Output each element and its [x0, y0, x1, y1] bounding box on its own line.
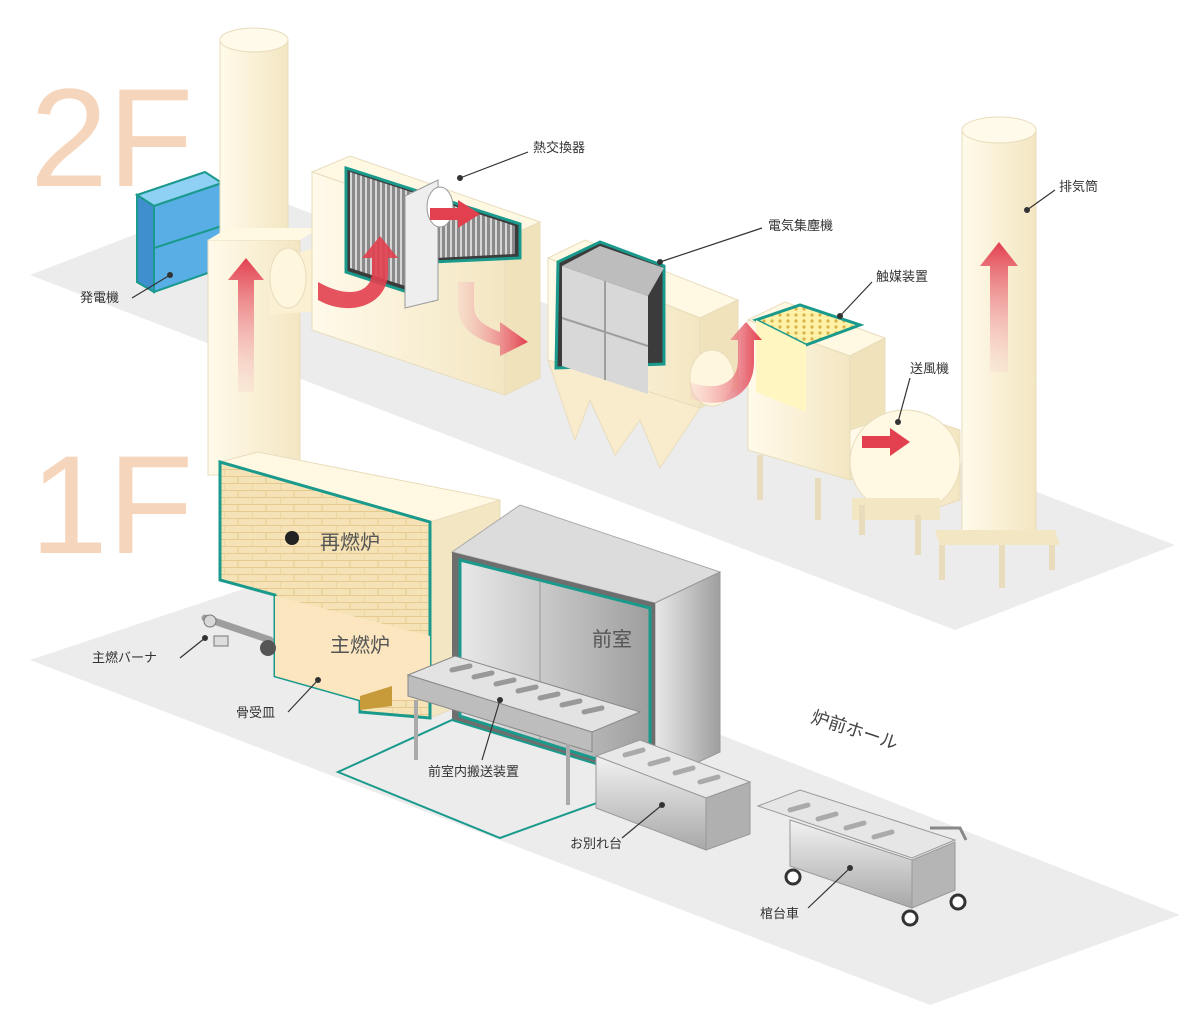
label-electrostatic-precipitator: 電気集塵機	[768, 218, 833, 234]
label-coffin-cart: 棺台車	[760, 907, 799, 922]
label-exhaust-stack: 排気筒	[1059, 179, 1098, 195]
label-catalyst: 触媒装置	[876, 270, 928, 285]
reburn-furnace-text: 再燃炉	[320, 530, 380, 554]
main-furnace-text: 主燃炉	[330, 633, 390, 657]
floor-1f-label: 1F	[30, 426, 193, 583]
label-farewell-table: お別れ台	[570, 837, 622, 852]
label-bone-tray: 骨受皿	[236, 706, 275, 721]
hall-text: 炉前ホール	[808, 707, 900, 755]
label-anteroom-conveyor: 前室内搬送装置	[428, 764, 519, 780]
label-blower: 送風機	[910, 362, 949, 377]
label-heat-exchanger: 熱交換器	[533, 140, 585, 156]
label-generator: 発電機	[80, 291, 119, 306]
anteroom-text: 前室	[592, 627, 632, 651]
label-main-burner: 主燃バーナ	[92, 650, 157, 666]
